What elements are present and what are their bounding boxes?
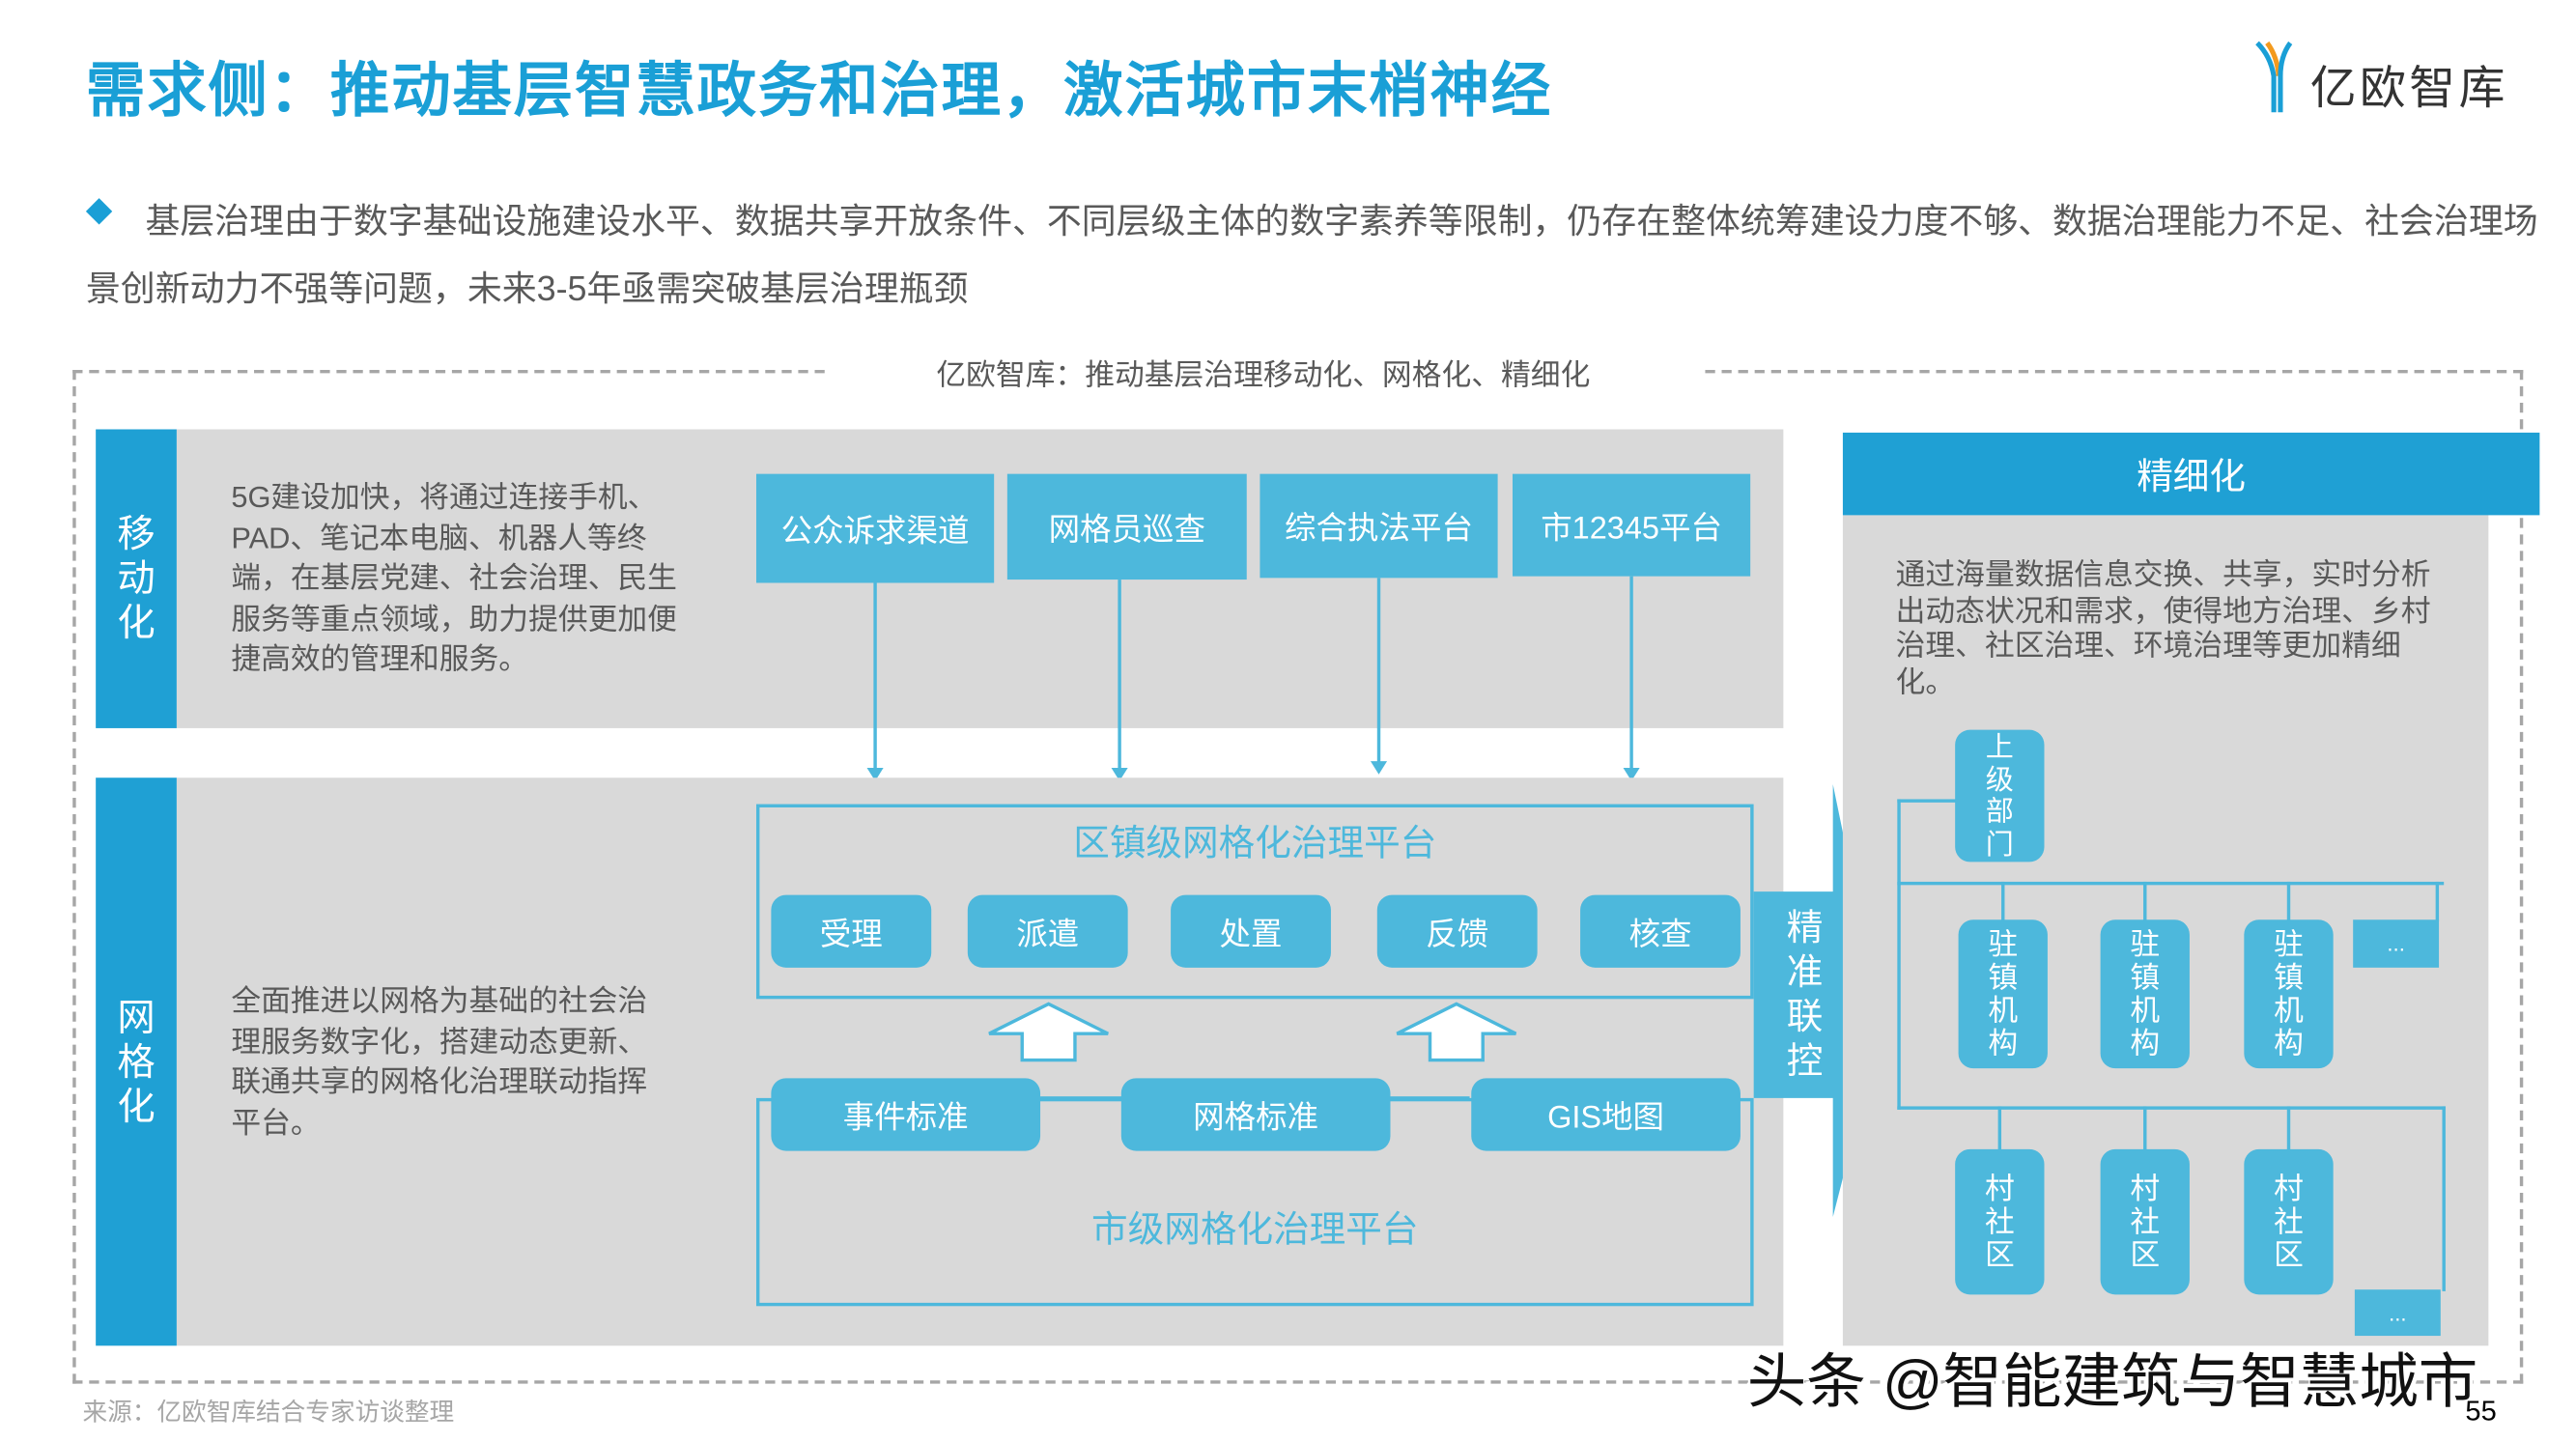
more-agencies-box: ... xyxy=(2353,919,2440,968)
step-box: 核查 xyxy=(1580,894,1741,968)
mobile-description: 5G建设加快，将通过连接手机、PAD、笔记本电脑、机器人等终端，在基层党建、社会… xyxy=(231,480,677,676)
refined-description: 通过海量数据信息交换、共享，实时分析出动态状况和需求，使得地方治理、乡村治理、社… xyxy=(1895,557,2431,698)
tree-line xyxy=(1997,1106,2002,1151)
agency-box: 驻镇机构 xyxy=(2100,919,2190,1069)
tree-line xyxy=(1897,1106,2446,1110)
arrow-down-icon xyxy=(1370,578,1388,775)
city-platform-title: 市级网格化治理平台 xyxy=(1091,1208,1419,1251)
tree-line xyxy=(1897,799,1957,803)
grid-panel xyxy=(176,778,1784,1346)
arrow-down-icon xyxy=(1623,576,1640,781)
agency-label: 驻镇机构 xyxy=(2130,927,2161,1060)
label-grid-text: 网格化 xyxy=(117,995,156,1127)
diagram-title: 亿欧智库：推动基层治理移动化、网格化、精细化 xyxy=(825,352,1701,395)
upper-department-label: 上级部门 xyxy=(1985,731,2014,860)
tree-line xyxy=(2143,1106,2147,1151)
step-box: 派遣 xyxy=(967,894,1128,968)
community-label: 村社区 xyxy=(1984,1172,2015,1272)
tree-line xyxy=(1897,881,2445,886)
page-title: 需求侧：推动基层智慧政务和治理，激活城市末梢神经 xyxy=(85,56,1553,125)
district-platform-title: 区镇级网格化治理平台 xyxy=(1073,822,1437,864)
agency-box: 驻镇机构 xyxy=(2244,919,2334,1069)
logo-mark-icon xyxy=(2255,41,2293,113)
summary-text: 基层治理由于数字基础设施建设水平、数据共享开放条件、不同层级主体的数字素养等限制… xyxy=(85,203,2538,309)
standard-box: GIS地图 xyxy=(1471,1078,1741,1151)
step-box: 反馈 xyxy=(1376,894,1538,968)
agency-label: 驻镇机构 xyxy=(2274,927,2304,1060)
channel-box: 市12345平台 xyxy=(1512,473,1751,577)
district-platform-frame xyxy=(755,804,1754,1000)
community-label: 村社区 xyxy=(2274,1172,2304,1272)
page-number: 55 xyxy=(2465,1395,2497,1428)
tree-line xyxy=(2143,881,2147,921)
step-box: 处置 xyxy=(1171,894,1331,968)
arrow-down-icon xyxy=(866,582,884,781)
more-communities-box: ... xyxy=(2354,1289,2441,1337)
watermark: 头条 @智能建筑与智慧城市 xyxy=(1746,1347,2478,1416)
label-mobile: 移动化 xyxy=(96,429,177,728)
channel-box: 综合执法平台 xyxy=(1260,473,1498,579)
tree-line xyxy=(2442,1106,2446,1291)
refined-header: 精细化 xyxy=(1842,432,2540,516)
arrow-down-icon xyxy=(1111,580,1128,781)
tree-line xyxy=(2286,1106,2291,1151)
agency-box: 驻镇机构 xyxy=(1958,919,2048,1069)
community-box: 村社区 xyxy=(1955,1148,2045,1295)
agency-label: 驻镇机构 xyxy=(1988,927,2019,1060)
community-box: 村社区 xyxy=(2244,1148,2334,1295)
channel-box: 网格员巡查 xyxy=(1006,473,1247,580)
tree-line xyxy=(2286,881,2291,921)
hollow-up-arrow-icon xyxy=(1396,1002,1517,1062)
arrow-label: 精准联控 xyxy=(1786,906,1824,1082)
label-grid: 网格化 xyxy=(96,778,177,1346)
standard-box: 网格标准 xyxy=(1120,1078,1391,1151)
step-box: 受理 xyxy=(771,894,932,968)
tree-line xyxy=(2435,881,2440,921)
channel-box: 公众诉求渠道 xyxy=(755,473,995,583)
hollow-up-arrow-icon xyxy=(988,1002,1109,1062)
grid-description: 全面推进以网格为基础的社会治理服务数字化，搭建动态更新、联通共享的网格化治理联动… xyxy=(231,983,648,1139)
logo-text: 亿欧智库 xyxy=(2309,62,2508,114)
standard-box: 事件标准 xyxy=(771,1078,1041,1151)
brand-logo: 亿欧智库 xyxy=(2254,40,2535,116)
tree-line xyxy=(1897,799,1901,1110)
upper-department-box: 上级部门 xyxy=(1955,729,2045,862)
label-mobile-text: 移动化 xyxy=(117,511,156,644)
community-label: 村社区 xyxy=(2130,1172,2161,1272)
diamond-bullet-icon xyxy=(85,198,113,225)
tree-line xyxy=(2001,881,2005,921)
source-note: 来源：亿欧智库结合专家访谈整理 xyxy=(82,1399,455,1428)
community-box: 村社区 xyxy=(2100,1148,2190,1295)
